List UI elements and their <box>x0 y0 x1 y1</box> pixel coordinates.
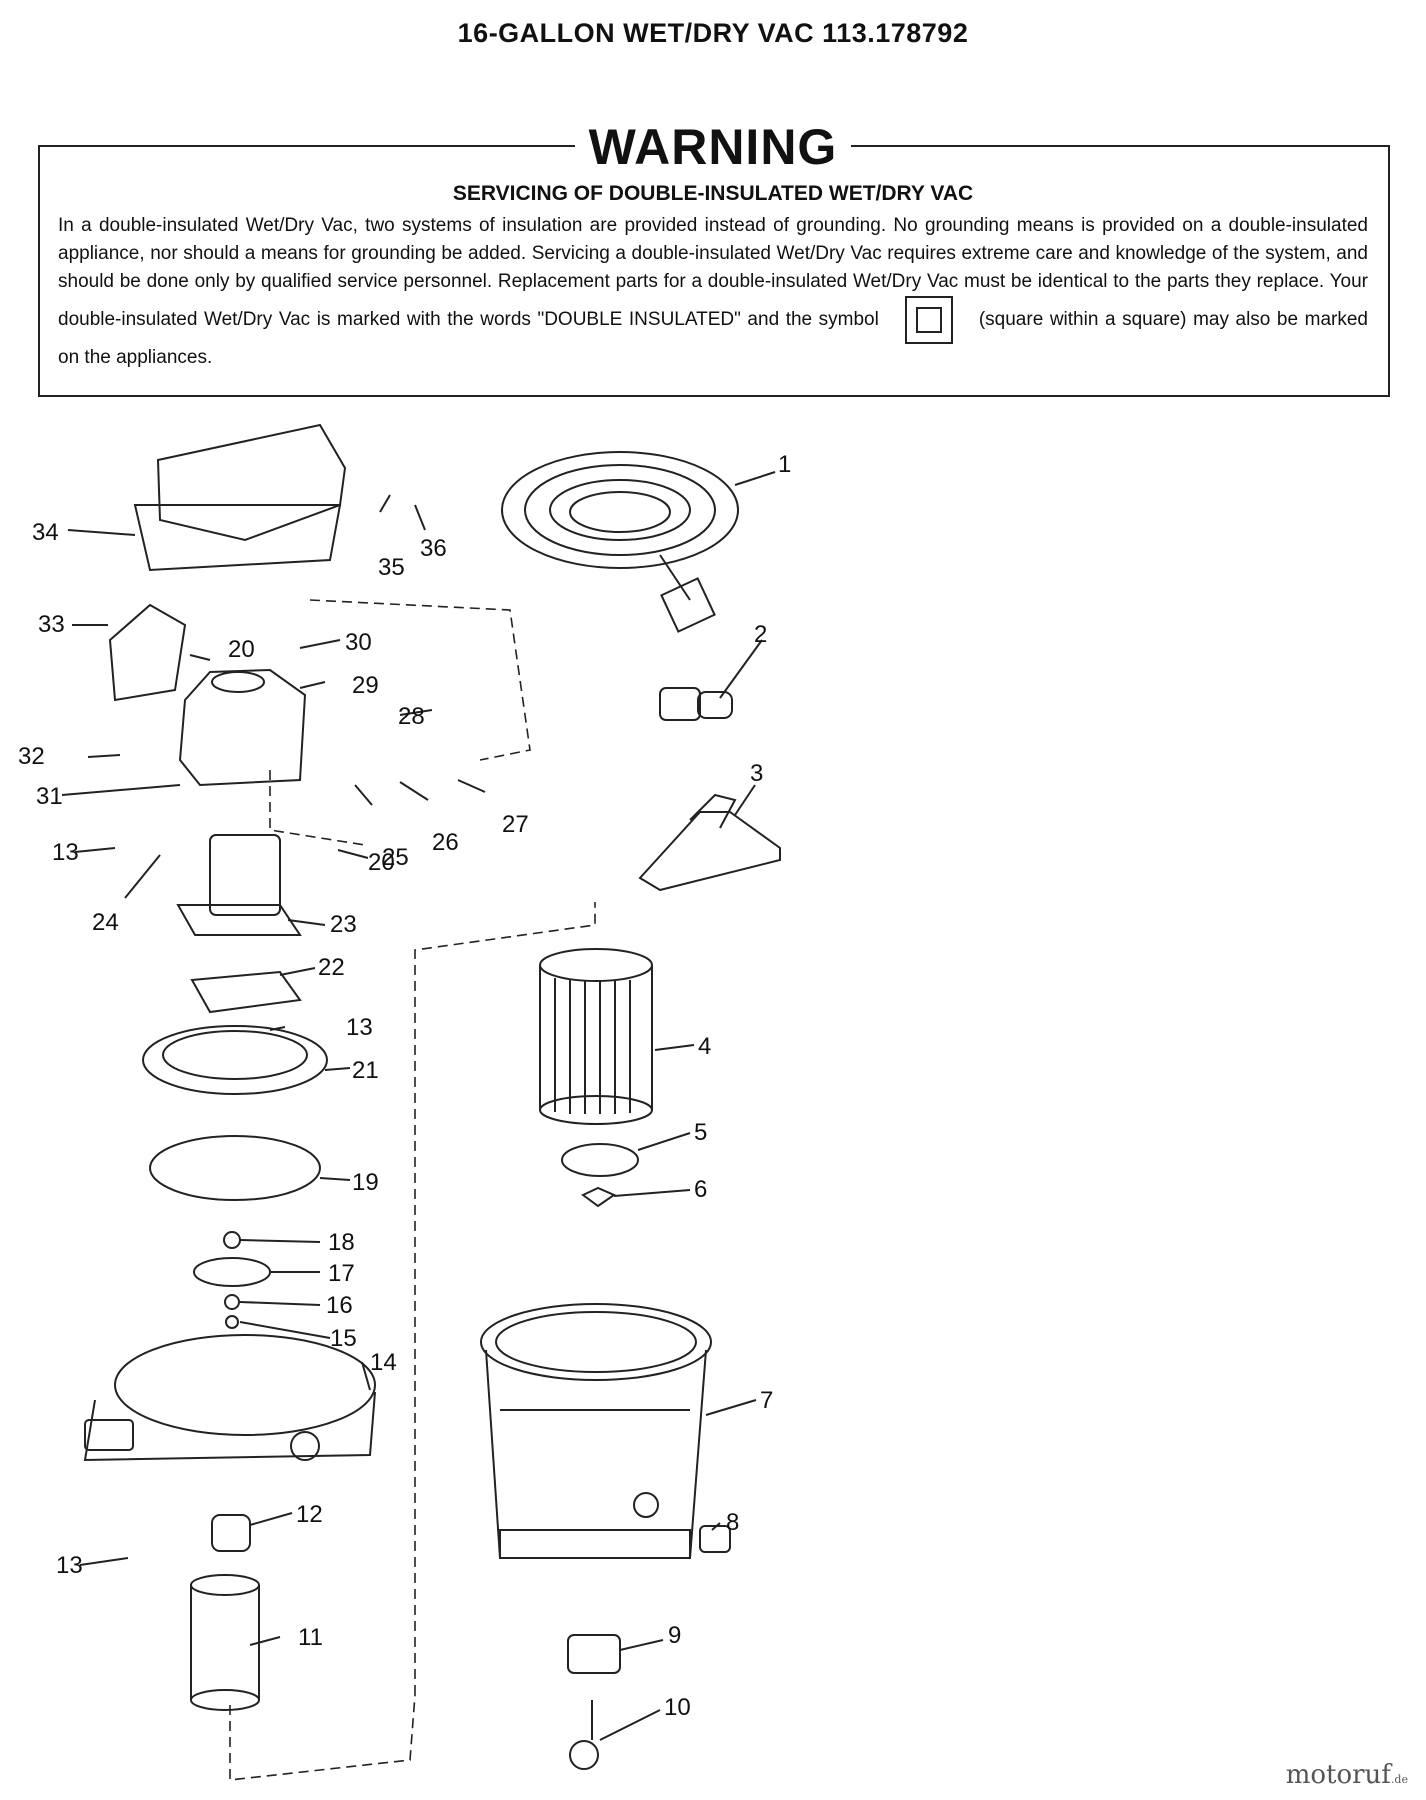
part-18 <box>223 1231 241 1249</box>
label-20-a: 20 <box>228 636 255 663</box>
assembly-guides <box>229 599 596 1781</box>
caster-part <box>569 1700 599 1770</box>
lid-assembly-part <box>83 1334 376 1462</box>
callout-labels: 1 2 3 4 5 6 7 8 9 10 11 12 13 13 13 13 1… <box>18 451 791 1721</box>
leader-lines <box>61 471 776 1741</box>
label-15: 15 <box>330 1325 357 1352</box>
label-4: 4 <box>698 1033 711 1060</box>
label-6: 6 <box>694 1176 707 1203</box>
part-16 <box>224 1294 240 1310</box>
label-25: 25 <box>382 844 409 871</box>
label-29: 29 <box>352 672 379 699</box>
watermark-suffix: .de <box>1390 1773 1408 1786</box>
label-14: 14 <box>370 1349 397 1376</box>
label-12: 12 <box>296 1501 323 1528</box>
label-8: 8 <box>726 1509 739 1536</box>
caster-foot-part <box>567 1634 621 1674</box>
label-9: 9 <box>668 1622 681 1649</box>
label-27: 27 <box>502 811 529 838</box>
watermark-brand: motoruf <box>1285 1760 1391 1790</box>
label-11: 11 <box>298 1624 323 1651</box>
label-24: 24 <box>92 909 119 936</box>
warning-text-part2: (square within a square) may also be mar… <box>58 309 1368 368</box>
warning-heading-wrap: WARNING <box>0 118 1426 176</box>
label-36: 36 <box>420 535 447 562</box>
float-cage-part <box>190 1574 260 1711</box>
motor-housing-part <box>108 603 307 787</box>
watermark: motoruf.de <box>1286 1760 1408 1790</box>
label-1: 1 <box>778 451 791 478</box>
floor-nozzle-part <box>638 793 781 892</box>
label-28: 28 <box>398 703 425 730</box>
label-22: 22 <box>318 954 345 981</box>
motor-cover-part <box>133 423 347 572</box>
label-18: 18 <box>328 1229 355 1256</box>
warning-heading: WARNING <box>574 119 852 175</box>
label-32: 32 <box>18 743 45 770</box>
label-20-b: 20 <box>368 849 395 876</box>
label-2: 2 <box>754 621 767 648</box>
adapter-part <box>659 687 733 721</box>
motor-part <box>176 834 302 936</box>
label-30: 30 <box>345 629 372 656</box>
label-13-c: 13 <box>346 1014 373 1041</box>
page-title: 16-GALLON WET/DRY VAC 113.178792 <box>457 18 969 48</box>
label-7: 7 <box>760 1387 773 1414</box>
warning-text: In a double-insulated Wet/Dry Vac, two s… <box>58 212 1368 372</box>
label-19: 19 <box>352 1169 379 1196</box>
label-17: 17 <box>328 1260 355 1287</box>
label-21: 21 <box>352 1057 379 1084</box>
wing-nut-part <box>581 1186 617 1208</box>
filter-retainer-part <box>561 1143 639 1177</box>
square-within-square-icon <box>904 296 953 344</box>
label-33: 33 <box>38 611 65 638</box>
label-3: 3 <box>750 760 763 787</box>
hose-part <box>501 451 739 633</box>
drum-part <box>480 1303 712 1559</box>
part-12 <box>211 1514 251 1552</box>
label-31: 31 <box>36 783 63 810</box>
label-16: 16 <box>326 1292 353 1319</box>
drain-cap-part <box>699 1525 731 1553</box>
float-disc-part <box>193 1257 271 1287</box>
label-34: 34 <box>32 519 59 546</box>
seal-ring-part <box>149 1135 321 1201</box>
warning-subheading: SERVICING OF DOUBLE-INSULATED WET/DRY VA… <box>452 182 974 205</box>
gasket-part <box>190 970 302 1014</box>
label-13-a: 13 <box>56 1552 83 1579</box>
label-35: 35 <box>378 554 405 581</box>
cartridge-filter-part <box>539 948 653 1125</box>
part-15 <box>225 1315 239 1329</box>
label-13-b: 13 <box>52 839 79 866</box>
lid-part <box>142 1025 328 1095</box>
label-5: 5 <box>694 1119 707 1146</box>
label-26: 26 <box>432 829 459 856</box>
warning-text-part1: In a double-insulated Wet/Dry Vac, two s… <box>58 215 1368 331</box>
label-10: 10 <box>664 1694 691 1721</box>
label-23: 23 <box>330 911 357 938</box>
